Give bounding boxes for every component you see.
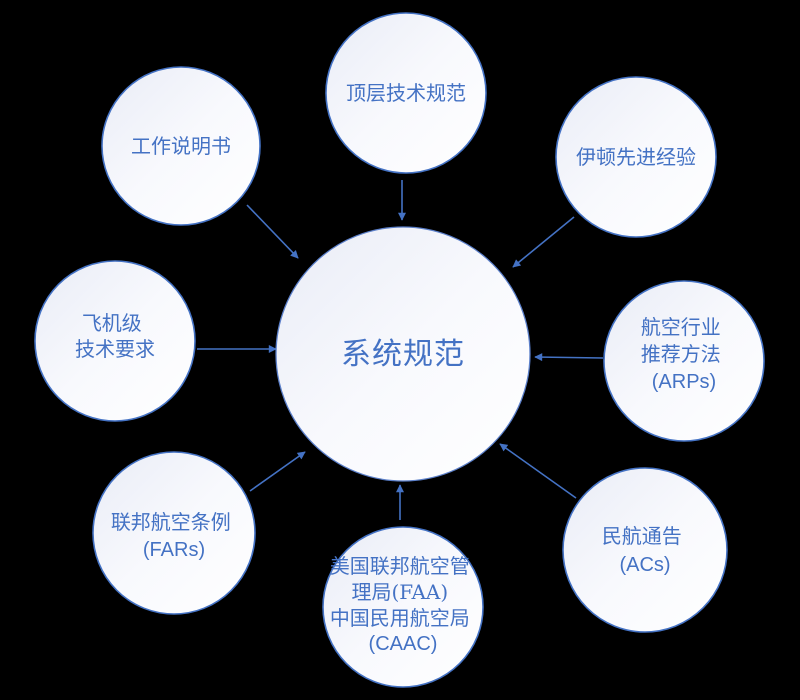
node-bottom: 美国联邦航空管 理局(FAA) 中国民用航空局 (CAAC) bbox=[322, 526, 484, 688]
arrow-group bbox=[197, 180, 604, 520]
node-center-circle bbox=[275, 226, 531, 482]
arrow-right-to-center bbox=[534, 353, 604, 362]
node-bottom-left: 联邦航空条例 (FARs) bbox=[92, 451, 256, 615]
node-top-right-label: 伊顿先进经验 bbox=[576, 145, 696, 169]
arrow-top-left-to-center bbox=[246, 204, 299, 259]
node-bottom-circle bbox=[322, 526, 484, 688]
node-right-label: 航空行业 推荐方法 (ARPs) bbox=[641, 315, 727, 393]
node-top-label: 顶层技术规范 bbox=[346, 81, 466, 105]
node-right-circle bbox=[603, 280, 765, 442]
node-bottom-right-circle bbox=[562, 467, 728, 633]
node-bottom-label: 美国联邦航空管 理局(FAA) 中国民用航空局 (CAAC) bbox=[330, 554, 476, 655]
node-top-right-circle bbox=[555, 76, 717, 238]
node-top-circle bbox=[325, 12, 487, 174]
node-bottom-left-label: 联邦航空条例 (FARs) bbox=[111, 510, 237, 561]
node-bottom-right: 民航通告 (ACs) bbox=[562, 467, 728, 633]
node-top-left-label: 工作说明书 bbox=[131, 134, 231, 158]
node-bottom-left-circle bbox=[92, 451, 256, 615]
arrow-top-right-to-center bbox=[512, 216, 575, 268]
arrow-bottom-right-to-center bbox=[499, 443, 577, 499]
node-top-left-circle bbox=[101, 66, 261, 226]
node-left-label: 飞机级 技术要求 bbox=[75, 311, 155, 361]
node-right: 航空行业 推荐方法 (ARPs) bbox=[603, 280, 765, 442]
node-left: 飞机级 技术要求 bbox=[34, 260, 196, 422]
node-top-right: 伊顿先进经验 bbox=[555, 76, 717, 238]
node-left-circle bbox=[34, 260, 196, 422]
node-center: 系统规范 bbox=[275, 226, 531, 482]
node-bottom-right-label: 民航通告 (ACs) bbox=[602, 524, 688, 576]
arrow-bottom-left-to-center bbox=[249, 451, 306, 492]
node-top: 顶层技术规范 bbox=[325, 12, 487, 174]
node-top-left: 工作说明书 bbox=[101, 66, 261, 226]
node-center-label: 系统规范 bbox=[341, 337, 465, 372]
